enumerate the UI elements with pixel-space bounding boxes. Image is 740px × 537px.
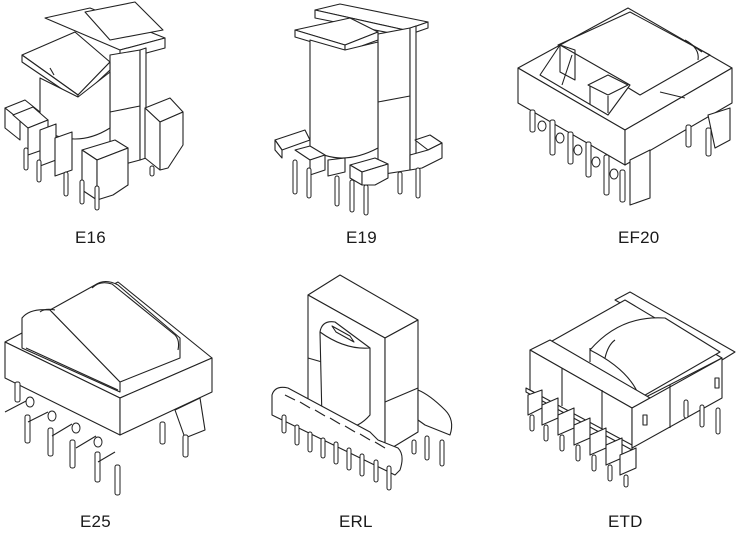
erl-transformer-drawing bbox=[271, 274, 453, 491]
component-ef20: EF20 bbox=[490, 0, 740, 260]
e16-transformer-drawing bbox=[4, 1, 184, 211]
e25-transformer-drawing bbox=[4, 280, 213, 496]
component-e25: E25 bbox=[0, 270, 250, 537]
component-erl: ERL bbox=[250, 270, 490, 537]
etd-transformer-drawing bbox=[525, 291, 736, 488]
component-etd: ETD bbox=[490, 270, 740, 537]
e19-transformer-drawing bbox=[274, 3, 443, 216]
label-e19: E19 bbox=[346, 228, 377, 247]
ef20-transformer-drawing bbox=[517, 7, 733, 206]
label-e25: E25 bbox=[80, 512, 111, 531]
label-etd: ETD bbox=[608, 512, 643, 531]
label-e16: E16 bbox=[75, 228, 106, 247]
component-e19: E19 bbox=[250, 0, 490, 260]
label-ef20: EF20 bbox=[618, 228, 660, 247]
component-e16: E16 bbox=[0, 0, 250, 260]
label-erl: ERL bbox=[339, 512, 373, 531]
